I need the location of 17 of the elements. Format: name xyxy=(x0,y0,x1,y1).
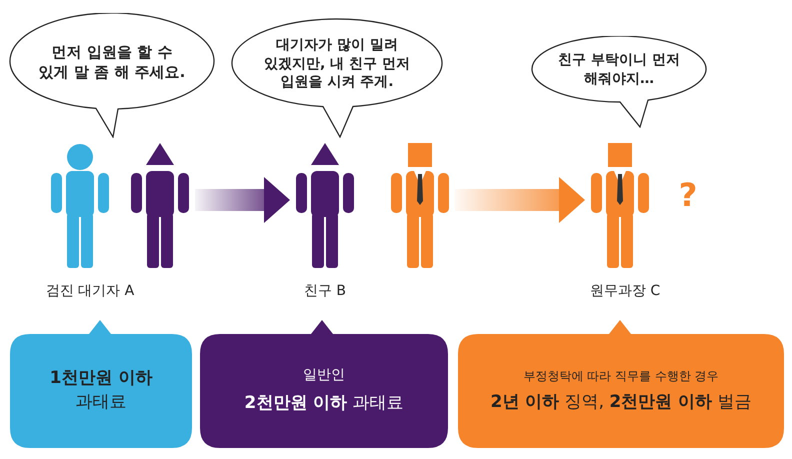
callout-box xyxy=(10,320,192,448)
box-text: 일반인 xyxy=(303,366,345,386)
arrow xyxy=(195,177,290,223)
person-label: 친구 B xyxy=(302,282,348,300)
callout-box xyxy=(200,320,448,448)
person-label: 원무과장 C xyxy=(588,282,662,300)
box-text: 2년 이하 징역, 2천만원 이하 벌금 xyxy=(490,390,752,414)
speech-text: 먼저 입원을 할 수 있게 말 좀 해 주세요. xyxy=(38,42,186,82)
box-text: 1천만원 이하 과태료 xyxy=(48,367,154,414)
arrow xyxy=(455,177,585,223)
question-mark: ? xyxy=(678,175,698,216)
speech-text: 대기자가 많이 밀려 있겠지만, 내 친구 먼저 입원을 시켜 주게. xyxy=(263,36,411,92)
box-text: 2천만원 이하 과태료 xyxy=(244,392,404,415)
box-text: 부정청탁에 따라 직무를 수행한 경우 xyxy=(523,368,719,384)
person-label: 검진 대기자 A xyxy=(44,282,136,300)
callout-box xyxy=(458,320,784,448)
speech-text: 친구 부탁이니 먼저 해줘야지… xyxy=(557,51,681,89)
